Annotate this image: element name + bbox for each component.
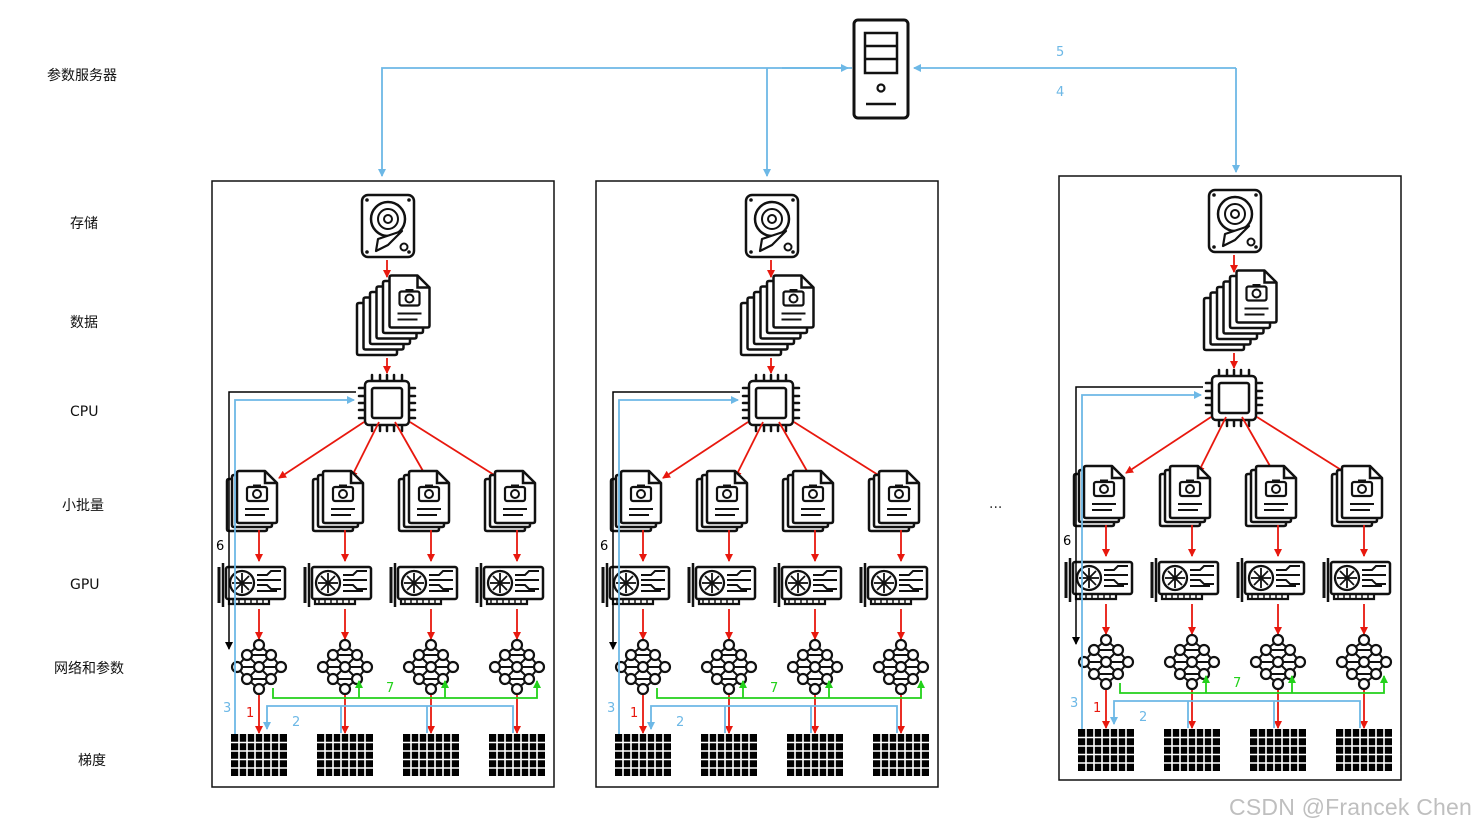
neural-network-icon [786,638,844,696]
gpu-card-icon [1150,556,1220,604]
gpu-card-icon [303,561,373,609]
gpu-card-icon [687,561,757,609]
row-label-data: 数据 [70,315,98,331]
gpu-card-icon [1322,556,1392,604]
row-label-minibatch: 小批量 [62,498,104,514]
gradient-grid-icon [872,733,930,777]
neural-network-icon [872,638,930,696]
cpu-chip-icon [1204,368,1264,428]
edge-label-7: 7 [770,681,778,696]
edge-label-1: 1 [630,706,638,721]
gradient-grid-icon [614,733,672,777]
edge-label-3: 3 [1070,696,1078,711]
minibatch-icon [397,469,451,533]
row-label-server: 参数服务器 [47,68,117,84]
neural-network-icon [316,638,374,696]
minibatch-icon [867,469,921,533]
edge-label-6: 6 [600,539,608,554]
gradient-grid-icon [316,733,374,777]
row-label-network: 网络和参数 [54,661,124,677]
neural-network-icon [1249,633,1307,691]
hard-drive-icon [1207,188,1263,254]
gpu-card-icon [859,561,929,609]
gpu-card-icon [1236,556,1306,604]
neural-network-icon [1163,633,1221,691]
edge-label-3: 3 [607,701,615,716]
machine-frame [595,180,939,788]
cpu-chip-icon [741,373,801,433]
photo-stack-icon [739,274,815,357]
minibatch-icon [695,469,749,533]
neural-network-icon [700,638,758,696]
neural-network-icon [614,638,672,696]
gradient-grid-icon [1249,728,1307,772]
neural-network-icon [488,638,546,696]
gradient-grid-icon [786,733,844,777]
row-label-gpu: GPU [70,577,100,593]
machine-frame [1058,175,1402,781]
gradient-grid-icon [1335,728,1393,772]
edge-label-4: 4 [1056,85,1064,100]
row-label-gradient: 梯度 [78,753,106,769]
machine-3: 7 2 3 6 1 [1058,175,1402,781]
gradient-grid-icon [402,733,460,777]
gpu-card-icon [773,561,843,609]
photo-stack-icon [1202,269,1278,352]
neural-network-icon [402,638,460,696]
edge-label-6: 6 [216,539,224,554]
edge-label-2: 2 [292,715,300,730]
neural-network-icon [1077,633,1135,691]
machine-1: 7 2 3 6 1 [211,180,555,788]
edge-label-7: 7 [1233,676,1241,691]
cpu-chip-icon [357,373,417,433]
gradient-grid-icon [488,733,546,777]
edge-label-6: 6 [1063,534,1071,549]
edge-label-7: 7 [386,681,394,696]
gradient-grid-icon [230,733,288,777]
edge-label-1: 1 [246,706,254,721]
gpu-card-icon [475,561,545,609]
row-label-cpu: CPU [70,404,99,420]
neural-network-icon [230,638,288,696]
photo-stack-icon [355,274,431,357]
minibatch-icon [311,469,365,533]
gradient-grid-icon [700,733,758,777]
edge-label-5: 5 [1056,45,1064,60]
minibatch-icon [1244,464,1298,528]
gradient-grid-icon [1163,728,1221,772]
row-label-storage: 存储 [70,216,98,232]
neural-network-icon [1335,633,1393,691]
hard-drive-icon [360,193,416,259]
minibatch-icon [1158,464,1212,528]
more-machines-ellipsis: ... [989,496,1003,512]
edge-label-2: 2 [1139,710,1147,725]
gradient-grid-icon [1077,728,1135,772]
minibatch-icon [781,469,835,533]
hard-drive-icon [744,193,800,259]
machine-2: 7 2 3 6 1 [595,180,939,788]
machine-frame [211,180,555,788]
minibatch-icon [1330,464,1384,528]
gpu-card-icon [389,561,459,609]
edge-label-2: 2 [676,715,684,730]
edge-label-3: 3 [223,701,231,716]
server-icon [852,18,910,120]
edge-label-1: 1 [1093,701,1101,716]
watermark: CSDN @Francek Chen [1229,794,1472,820]
minibatch-icon [483,469,537,533]
